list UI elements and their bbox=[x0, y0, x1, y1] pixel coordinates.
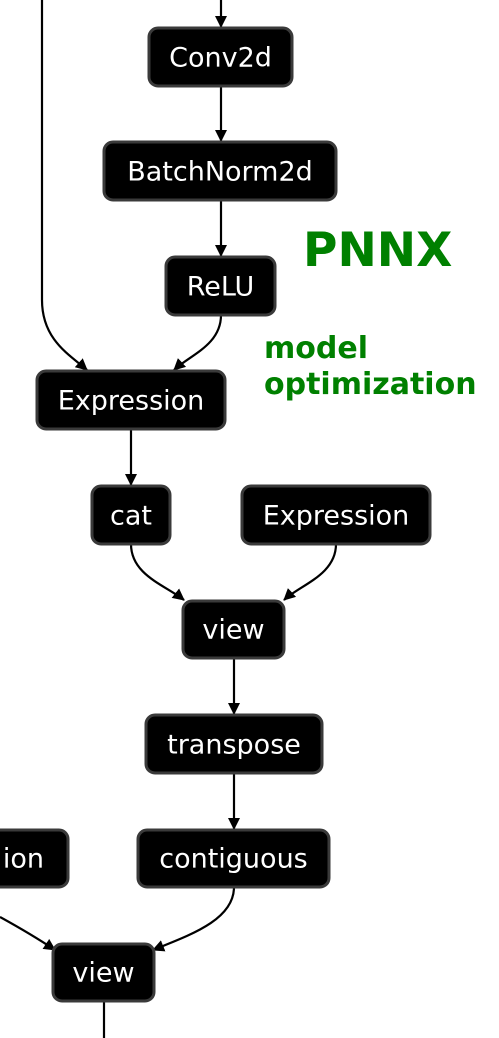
node-cat: cat bbox=[90, 484, 172, 546]
subtitle-line-optimization: optimization bbox=[264, 367, 477, 402]
edges bbox=[0, 0, 338, 1038]
node-expression-right-label: Expression bbox=[263, 501, 410, 532]
node-expression-partial: ion bbox=[0, 828, 70, 889]
edge-relu-to-expression bbox=[173, 314, 223, 371]
pnnx-title: PNNX bbox=[303, 223, 452, 278]
edge-cat-to-view bbox=[129, 543, 185, 601]
node-expression-partial-label: ion bbox=[3, 844, 44, 875]
edge-skip-connection bbox=[40, 0, 88, 371]
node-relu-label: ReLU bbox=[187, 272, 255, 303]
subtitle-line-model: model bbox=[264, 331, 368, 366]
edge-contiguous-to-view bbox=[152, 886, 236, 952]
edge-expression-to-view bbox=[283, 543, 338, 601]
node-transpose-label: transpose bbox=[167, 730, 301, 761]
node-conv2d-label: Conv2d bbox=[169, 43, 272, 74]
node-conv2d: Conv2d bbox=[147, 26, 294, 88]
node-batchnorm2d: BatchNorm2d bbox=[102, 140, 338, 202]
node-view-upper-label: view bbox=[202, 615, 264, 646]
node-expression-main-label: Expression bbox=[58, 386, 205, 417]
node-contiguous: contiguous bbox=[136, 828, 331, 889]
node-expression-main: Expression bbox=[35, 369, 227, 431]
node-cat-label: cat bbox=[110, 501, 152, 532]
edge-expression-partial-to-view bbox=[0, 916, 56, 951]
node-contiguous-label: contiguous bbox=[159, 844, 308, 875]
node-view-lower-label: view bbox=[72, 958, 134, 989]
node-relu: ReLU bbox=[164, 255, 277, 317]
node-view-upper: view bbox=[181, 599, 286, 660]
node-transpose: transpose bbox=[144, 713, 324, 775]
node-batchnorm2d-label: BatchNorm2d bbox=[127, 157, 313, 188]
node-view-lower: view bbox=[51, 942, 156, 1003]
node-expression-right: Expression bbox=[240, 484, 432, 546]
